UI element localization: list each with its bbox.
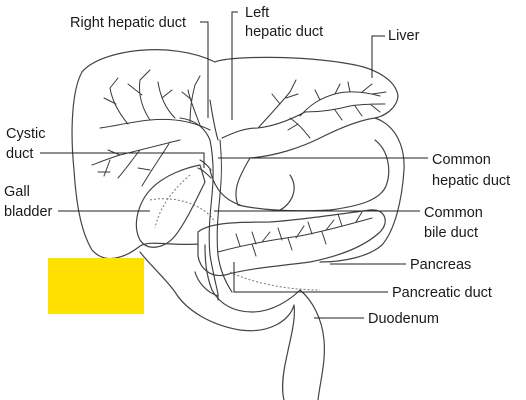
label-gall-bladder-line2: bladder	[4, 204, 53, 220]
label-pancreas: Pancreas	[410, 257, 471, 273]
label-left-hepatic-duct-line1: Left	[245, 5, 269, 21]
label-cystic-duct-line2: duct	[6, 146, 33, 162]
gall-bladder-inner	[154, 174, 191, 229]
leader-cystic-duct	[40, 152, 205, 168]
label-right-hepatic-duct: Right hepatic duct	[70, 15, 186, 31]
label-left-hepatic-duct-line2: hepatic duct	[245, 24, 323, 40]
pancreas-dotted-edge	[149, 198, 321, 291]
common-bile-duct-path	[208, 139, 233, 301]
leader-pancreatic-duct	[233, 262, 388, 293]
label-common-hepatic-duct-line1: Common	[432, 152, 491, 168]
label-duodenum: Duodenum	[368, 311, 439, 327]
pancreas-outline	[197, 209, 386, 277]
liver-inner-edge	[209, 169, 295, 211]
cystic-duct-path	[197, 159, 212, 179]
leader-liver	[371, 35, 385, 78]
label-pancreatic-duct: Pancreatic duct	[392, 285, 492, 301]
label-common-hepatic-duct-line2: hepatic duct	[432, 173, 510, 189]
duodenum-outline	[139, 244, 325, 400]
leader-right-hepatic-duct	[200, 21, 209, 118]
right-hepatic-duct-path	[179, 99, 219, 141]
right-lobe-branches	[91, 69, 211, 187]
left-hepatic-duct-path	[221, 111, 306, 139]
label-cystic-duct-line1: Cystic	[6, 126, 45, 142]
label-gall-bladder-line1: Gall	[4, 184, 30, 200]
gall-bladder-outline	[135, 164, 206, 248]
duodenum-head-edge	[194, 271, 219, 297]
highlight-box	[48, 258, 144, 314]
label-common-bile-duct-line2: bile duct	[424, 225, 478, 241]
liver-posterior-edge	[319, 117, 405, 263]
label-liver: Liver	[388, 28, 420, 44]
left-lobe-branches	[257, 79, 387, 139]
leader-left-hepatic-duct	[231, 11, 238, 120]
pancreatic-duct-branches	[217, 211, 373, 257]
label-common-bile-duct-line1: Common	[424, 205, 483, 221]
liver-outline	[71, 49, 399, 260]
